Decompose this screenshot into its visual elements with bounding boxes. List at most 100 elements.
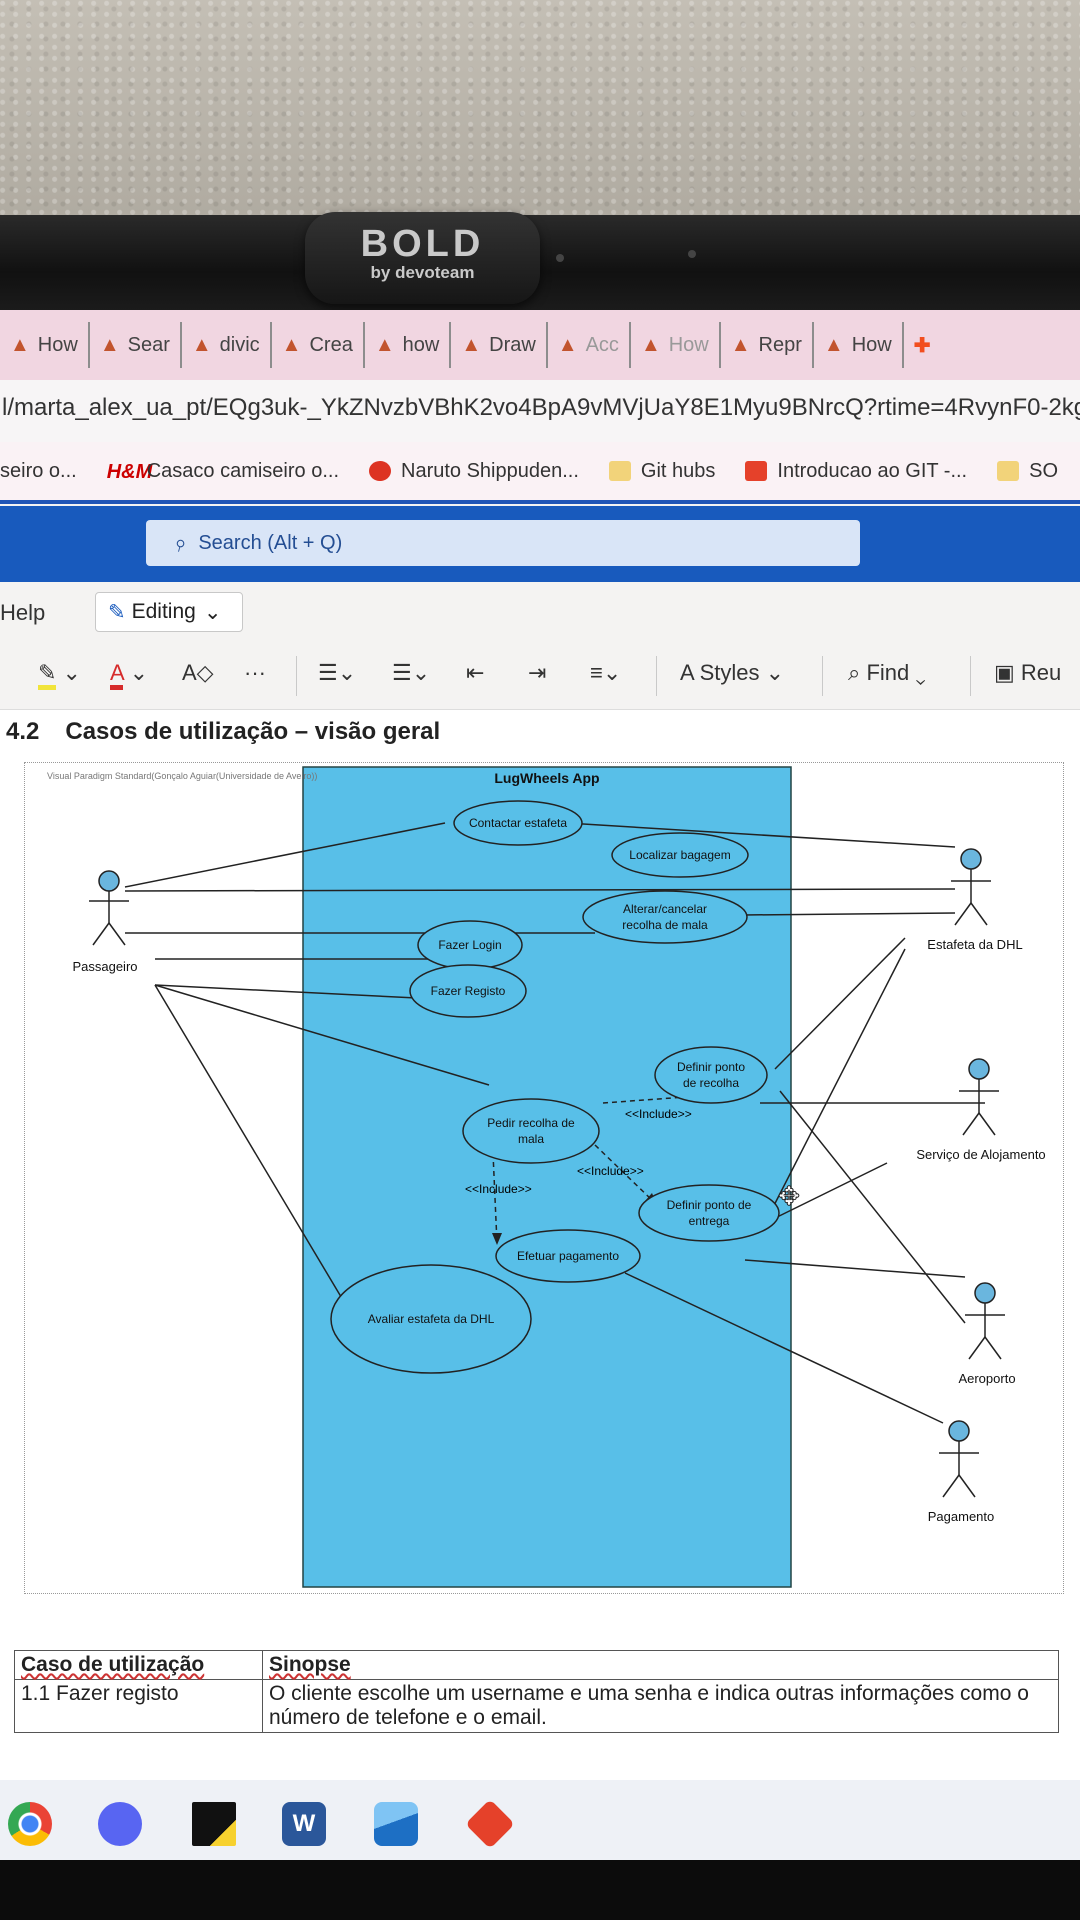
use-case-table: Caso de utilização Sinopse 1.1 Fazer reg…	[14, 1650, 1059, 1733]
actor-figures	[89, 848, 1005, 1498]
browser-tab[interactable]: ▲Crea	[272, 322, 365, 368]
ribbon-toolbar: ✎ ⌄ A ⌄ A◇ ··· ☰⌄ ☰⌄ ⇤ ⇥ ≡⌄ A Styles ⌄ ⌕…	[0, 644, 1080, 710]
actor-label-pagamento: Pagamento	[928, 1509, 995, 1524]
clear-formatting-icon[interactable]: A◇	[182, 660, 214, 685]
more-options-icon[interactable]: ···	[244, 660, 266, 685]
association-lines	[124, 822, 985, 1424]
actor-label-estafeta: Estafeta da DHL	[927, 937, 1022, 952]
browser-tab[interactable]: ▲Draw	[451, 322, 548, 368]
font-color-icon[interactable]: A ⌄	[110, 660, 148, 690]
bookmark-item[interactable]: Naruto Shippuden...	[369, 460, 579, 483]
discord-icon[interactable]	[98, 1802, 142, 1846]
camera-dot	[556, 254, 564, 262]
webcam-brand: BOLD	[360, 223, 485, 265]
table-header: Caso de utilização	[14, 1650, 263, 1680]
youtube-icon	[745, 461, 768, 481]
table-cell: O cliente escolhe um username e uma senh…	[262, 1679, 1059, 1733]
toolbar-divider	[822, 656, 823, 696]
bookmark-item[interactable]: Git hubs	[608, 460, 715, 483]
use-case-diagram[interactable]: Visual Paradigm Standard(Gonçalo Aguiar(…	[24, 762, 1064, 1594]
laptop-bezel	[0, 215, 1080, 310]
actor-passageiro	[89, 870, 129, 946]
hm-logo-icon: H&M	[106, 461, 153, 483]
figma-tab[interactable]: ✚	[904, 322, 941, 368]
actor-label-passageiro: Passageiro	[72, 959, 137, 974]
bookmark-item[interactable]: SO	[997, 460, 1058, 483]
uc-fazer-registo: Fazer Registo	[431, 984, 506, 998]
address-bar[interactable]: l/marta_alex_ua_pt/EQg3uk-_YkZNvzbVBhK2v…	[0, 380, 1080, 442]
uc-fazer-login: Fazer Login	[438, 938, 501, 952]
find-button[interactable]: ⌕ Find ⌄	[848, 660, 926, 685]
uc-definir-recolha-line1: Definir ponto	[677, 1060, 745, 1074]
decrease-indent-icon[interactable]: ⇤	[466, 660, 485, 685]
matlab-icon: ▲	[461, 333, 482, 356]
actor-labels: Passageiro Estafeta da DHL Serviço de Al…	[72, 937, 1045, 1524]
toolbar-divider	[970, 656, 971, 696]
browser-tab[interactable]: ▲How	[0, 322, 90, 368]
styles-button[interactable]: A Styles ⌄	[680, 660, 785, 685]
toolbar-divider	[656, 656, 657, 696]
photos-icon[interactable]	[374, 1802, 418, 1846]
chevron-down-icon: ⌄	[203, 600, 222, 624]
table-row: 1.1 Fazer registo O cliente escolhe um u…	[14, 1679, 1059, 1733]
matlab-icon: ▲	[730, 333, 751, 356]
reuse-icon: ▣	[994, 660, 1015, 685]
figma-icon: ✚	[913, 334, 931, 357]
browser-tab[interactable]: ▲divic	[182, 322, 272, 368]
chrome-icon[interactable]	[8, 1802, 52, 1846]
browser-tab[interactable]: ▲Repr	[721, 322, 814, 368]
matlab-icon: ▲	[281, 333, 302, 356]
include-label: <<Include>>	[625, 1107, 692, 1121]
tab-help[interactable]: Help	[0, 600, 46, 625]
matlab-icon: ▲	[640, 333, 661, 356]
bullet-list-icon[interactable]: ☰⌄	[318, 660, 357, 685]
matlab-icon: ▲	[557, 333, 578, 356]
word-icon[interactable]: W	[282, 1802, 326, 1846]
git-icon[interactable]	[465, 1799, 515, 1849]
actor-label-alojamento: Serviço de Alojamento	[916, 1147, 1045, 1162]
uc-alterar-line2: recolha de mala	[622, 918, 708, 932]
numbered-list-icon[interactable]: ☰⌄	[392, 660, 431, 685]
editing-mode-button[interactable]: ✎ Editing ⌄	[95, 592, 243, 632]
folder-icon	[608, 461, 631, 481]
styles-icon: A	[680, 660, 694, 685]
browser-tab[interactable]: ▲How	[814, 322, 904, 368]
reuse-files-button[interactable]: ▣ Reu	[994, 660, 1062, 685]
uc-localizar-bagagem: Localizar bagagem	[629, 848, 730, 862]
align-icon[interactable]: ≡⌄	[590, 660, 622, 685]
uc-contactar-estafeta: Contactar estafeta	[469, 816, 567, 830]
search-icon: ⌕	[848, 660, 861, 685]
ribbon-tabs: Help ✎ Editing ⌄	[0, 582, 1080, 644]
office-search-input[interactable]: ⌕ Search (Alt + Q)	[146, 520, 860, 566]
actor-estafeta-dhl	[951, 848, 991, 926]
sticky-notes-icon[interactable]	[192, 1802, 236, 1846]
uc-definir-recolha-line2: de recolha	[683, 1076, 739, 1090]
uc-definir-entrega-line1: Definir ponto de	[667, 1198, 752, 1212]
highlighter-icon[interactable]: ✎ ⌄	[38, 660, 81, 690]
system-name: LugWheels App	[494, 770, 599, 786]
browser-tab[interactable]: ▲How	[631, 322, 721, 368]
uc-pedir-line1: Pedir recolha de	[487, 1116, 575, 1130]
table-header-row: Caso de utilização Sinopse	[14, 1650, 1059, 1680]
table-header: Sinopse	[262, 1650, 1059, 1680]
actor-aeroporto	[965, 1282, 1005, 1360]
browser-tab[interactable]: ▲Acc	[548, 322, 631, 368]
use-case-labels: Contactar estafeta Localizar bagagem Alt…	[368, 816, 752, 1326]
bookmark-item[interactable]: Introducao ao GIT -...	[745, 460, 967, 483]
search-icon: ⌕	[168, 528, 192, 557]
uc-efetuar-pagamento: Efetuar pagamento	[517, 1249, 619, 1263]
increase-indent-icon[interactable]: ⇥	[528, 660, 547, 685]
use-case-ellipses	[330, 800, 780, 1374]
include-label: <<Include>>	[577, 1164, 644, 1178]
diagram-watermark: Visual Paradigm Standard(Gonçalo Aguiar(…	[47, 771, 317, 781]
bookmark-item[interactable]: seiro o...	[0, 459, 77, 482]
move-cursor-icon: ✥	[778, 1181, 800, 1211]
matlab-icon: ▲	[99, 333, 120, 356]
browser-tab[interactable]: ▲Sear	[90, 322, 182, 368]
windows-taskbar: W	[0, 1780, 1080, 1870]
browser-tab[interactable]: ▲how	[365, 322, 452, 368]
table-cell: 1.1 Fazer registo	[14, 1679, 263, 1733]
